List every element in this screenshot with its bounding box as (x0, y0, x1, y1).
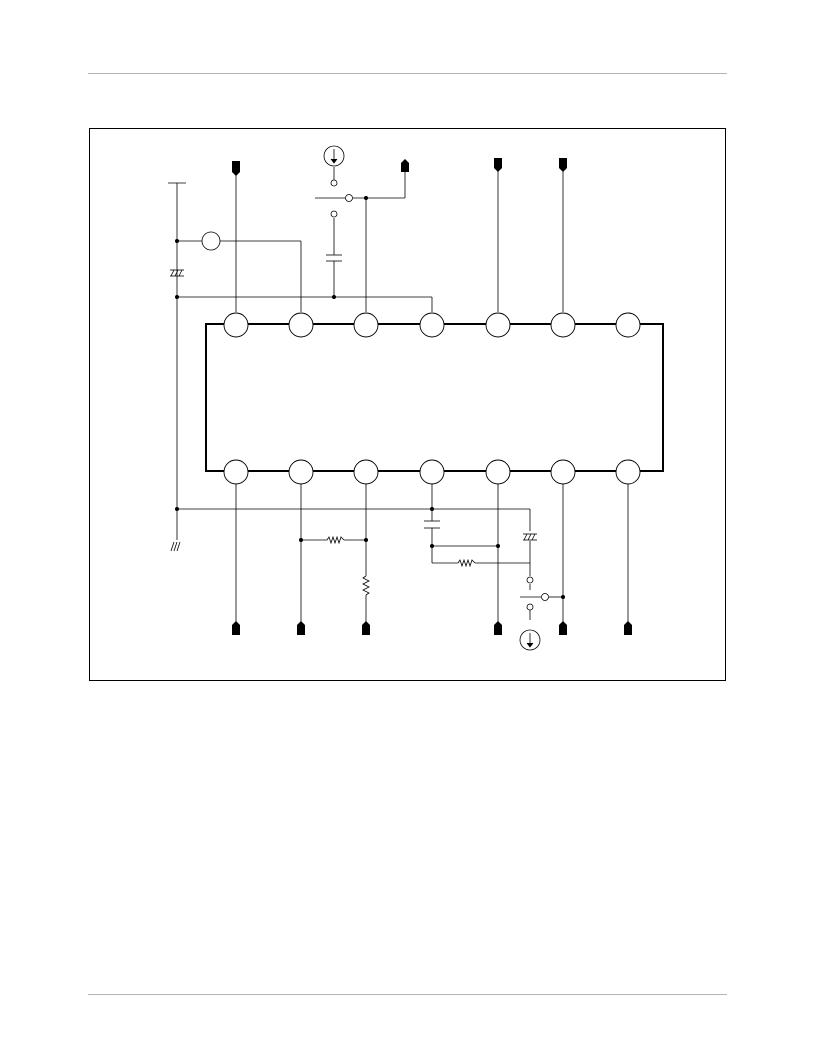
top-pin-2 (288, 312, 314, 338)
switch-top-icon (330, 179, 353, 218)
junction-dots (175, 196, 565, 599)
current-source-top-icon (323, 145, 345, 167)
bottom-pin-2 (288, 459, 314, 485)
components (170, 145, 549, 651)
bottom-pin-7 (615, 459, 641, 485)
capacitor-bottom-icon (424, 520, 440, 529)
crystal-bottom-icon (523, 533, 537, 541)
capacitor-top-icon (326, 254, 342, 262)
terminal-top-5-icon (494, 158, 502, 172)
top-pin-4 (419, 312, 445, 338)
top-pin-5 (485, 312, 511, 338)
ic-body (205, 323, 664, 472)
resistor-horizontal-1-icon (326, 535, 345, 545)
figure-frame (89, 128, 726, 681)
bottom-pin-5 (485, 459, 511, 485)
crystal-left-icon (170, 269, 184, 277)
terminals (232, 158, 632, 635)
ic-pins (223, 312, 641, 485)
ground-icon (170, 541, 181, 552)
switch-bottom-icon (526, 576, 549, 611)
header-rule (88, 73, 727, 74)
terminal-top-3-icon (401, 159, 409, 172)
terminal-bottom-3-icon (362, 621, 370, 635)
terminal-bottom-2-icon (297, 621, 305, 635)
resistor-horizontal-2-icon (457, 558, 476, 568)
top-pin-7 (615, 312, 641, 338)
terminal-bottom-7-icon (624, 621, 632, 635)
terminal-bottom-1-icon (232, 621, 240, 635)
top-pin-1 (223, 312, 249, 338)
top-pin-3 (353, 312, 379, 338)
terminal-top-1-icon (232, 161, 240, 176)
top-pin-6 (550, 312, 576, 338)
bottom-pin-6 (550, 459, 576, 485)
node-circle-icon (201, 231, 221, 251)
current-source-bottom-icon (519, 629, 541, 651)
bottom-pin-4 (419, 459, 445, 485)
terminal-bottom-6-icon (559, 621, 567, 635)
terminal-bottom-5-icon (494, 621, 502, 635)
bottom-pin-3 (353, 459, 379, 485)
terminal-top-6-icon (559, 158, 567, 172)
resistor-vertical-icon (362, 575, 370, 596)
footer-rule (88, 994, 727, 995)
bottom-pin-1 (223, 459, 249, 485)
